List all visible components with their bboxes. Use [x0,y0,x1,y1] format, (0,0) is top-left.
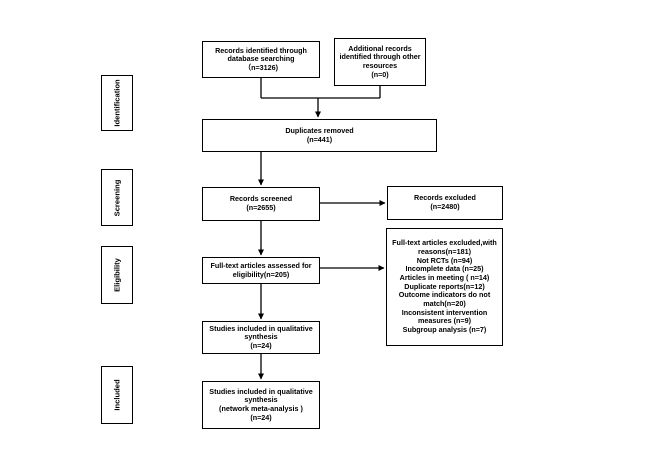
box-text-line: (n=441) [306,134,333,144]
box-text-line: (n=24) [250,412,272,422]
box-text-line: Full-text articles assessed for [210,260,312,270]
box-text-line: Duplicates removed [285,125,354,135]
box-text-line: Records excluded [414,193,476,203]
box-duplicates-removed: Duplicates removed(n=441) [202,119,437,152]
phase-screening: Screening [101,169,133,226]
box-text-line: match(n=20) [423,298,466,308]
box-records-excluded: Records excluded(n=2480) [387,186,503,220]
box-text-line: (n=2655) [246,203,276,212]
box-text-line: Duplicate reports(n=12) [404,281,485,291]
box-text-line: （n=3126) [243,62,279,72]
box-text-line: Inconsistent intervention [401,307,488,317]
box-text-line: measures (n=9) [418,316,471,326]
box-text-line: resources [362,61,398,70]
box-text-line: (n=0) [371,69,389,79]
box-text-line: Records screened [229,194,293,204]
box-text-line: database searching [227,54,295,64]
box-records-screened: Records screened(n=2655) [202,187,320,221]
box-text-line: (network meta-analysis ) [219,404,303,413]
box-text-line: Articles in meeting ( n=14) [399,273,490,283]
box-text-line: synthesis [244,332,278,342]
box-text-line: eligibility(n=205) [232,269,290,279]
box-text-line: reasons(n=181) [418,247,471,257]
box-text-line: Studies included in qualitative [209,386,313,396]
box-text-line: Records identified through [215,45,307,55]
box-text-line: Studies included in qualitative [209,323,313,333]
box-text-line: Full-text articles excluded,with [392,238,497,248]
box-text-line: Not RCTs (n=94) [416,255,473,265]
box-text-line: Outcome indicators do not [398,290,491,300]
box-text-line: (n=24) [250,340,272,350]
box-text-line: identified through other [339,52,421,62]
box-text-line: Incomplete data (n=25) [405,264,484,274]
box-text-line: Subgroup analysis (n=7) [402,324,487,334]
phase-identification: Identification [101,75,133,131]
phase-eligibility: Eligibility [101,246,133,304]
phase-included: Included [101,366,133,424]
box-text-line: (n=2480) [430,202,460,211]
box-text-line: Additional records [348,43,412,53]
box-text-line: synthesis [244,395,278,405]
